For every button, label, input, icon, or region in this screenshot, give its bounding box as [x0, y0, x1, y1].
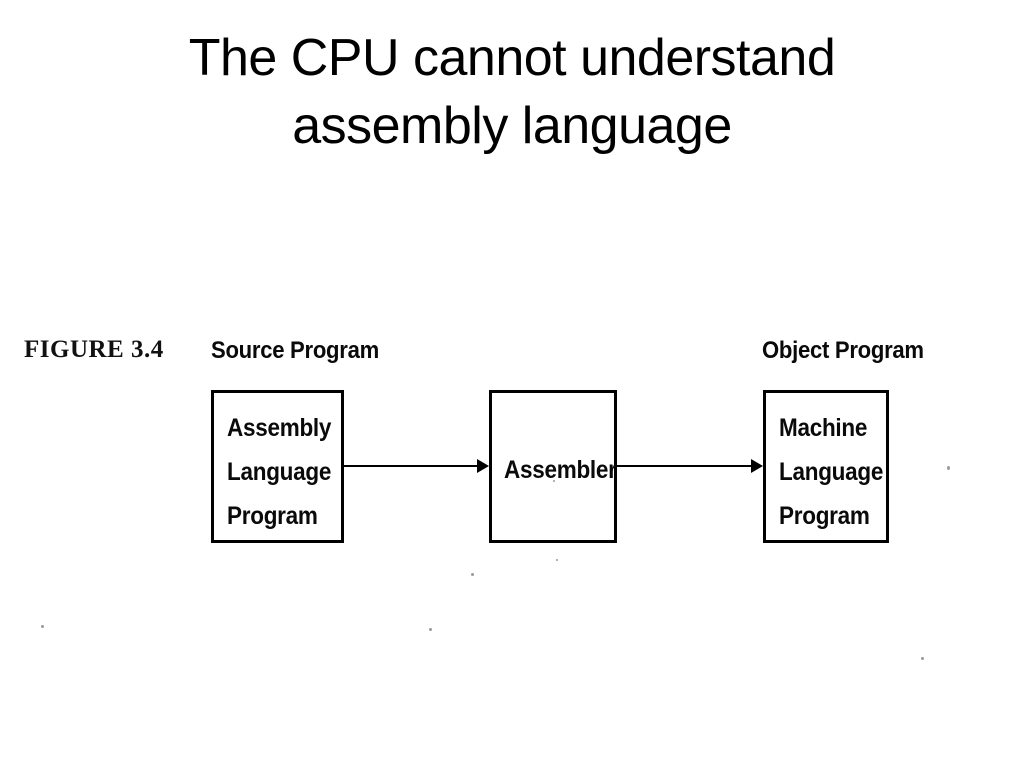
source-program-caption: Source Program: [211, 337, 379, 364]
object-program-box-text: Machine Language Program: [779, 414, 884, 530]
page-title: The CPU cannot understand assembly langu…: [188, 29, 836, 155]
scan-speckle: [556, 559, 558, 561]
arrow-line: [344, 465, 479, 467]
scan-speckle: [471, 573, 474, 576]
assembler-box: Assembler: [489, 390, 617, 543]
source-program-box: Assembly Language Program: [211, 390, 344, 543]
arrow-assembler-to-object: [617, 456, 763, 476]
scan-speckle: [41, 625, 44, 628]
assembler-box-text: Assembler: [504, 456, 617, 484]
scan-speckle: [947, 466, 950, 470]
object-program-box: Machine Language Program: [763, 390, 889, 543]
scan-speckle: [429, 628, 432, 631]
source-program-box-text: Assembly Language Program: [227, 414, 332, 530]
scan-speckle: [553, 480, 555, 482]
arrow-head-icon: [751, 459, 763, 473]
arrow-source-to-assembler: [344, 456, 489, 476]
arrow-head-icon: [477, 459, 489, 473]
scan-speckle: [921, 657, 924, 660]
figure-number-label: FIGURE 3.4: [24, 336, 164, 363]
object-program-caption: Object Program: [762, 337, 924, 364]
arrow-line: [617, 465, 753, 467]
